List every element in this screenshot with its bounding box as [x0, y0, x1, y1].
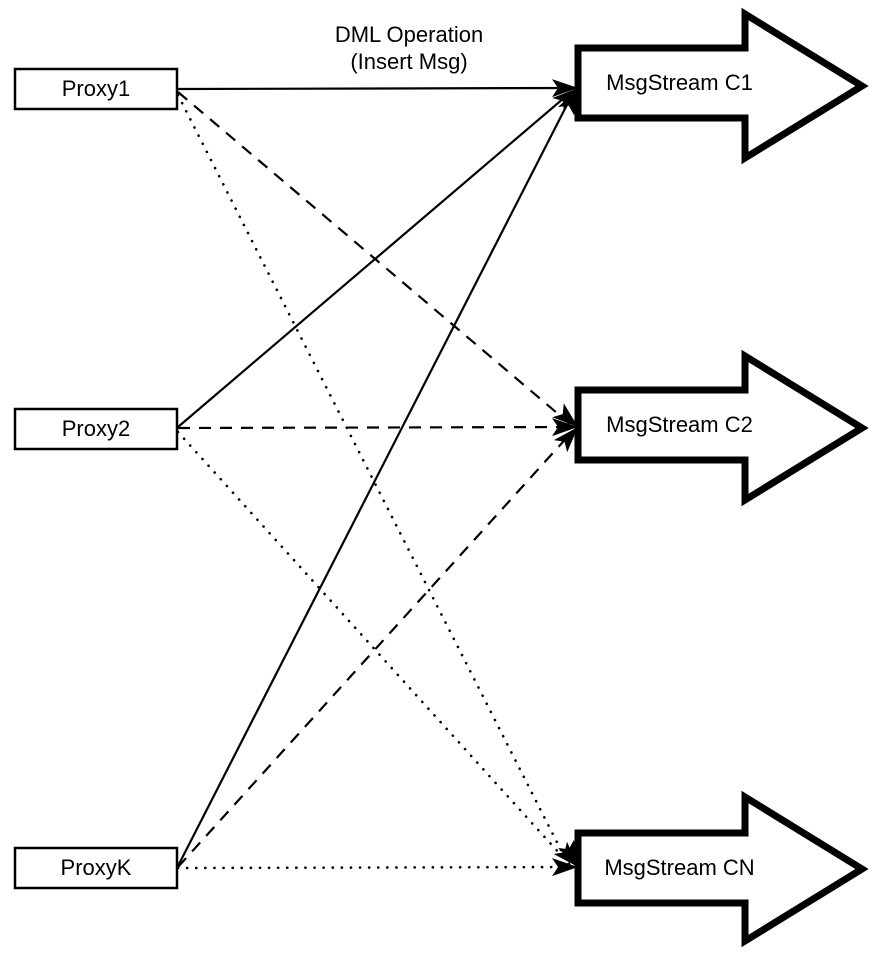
- arrowhead-msgstream-c1: [551, 79, 578, 116]
- edge-proxyk-to-msgstream-c2[interactable]: [177, 432, 572, 868]
- arrowhead-pk-c2: [553, 427, 578, 453]
- annotation-line-1: DML Operation: [335, 22, 483, 47]
- arrowhead-p2-cn: [553, 841, 578, 867]
- edge-proxy1-to-msgstream-c1[interactable]: [177, 86, 573, 91]
- edge-proxy2-to-msgstream-cn[interactable]: [176, 430, 571, 866]
- msgstream-cn-arrow-shape[interactable]: [574, 790, 869, 948]
- proxyk-box[interactable]: [13, 846, 179, 890]
- msgstream-c2-label: MsgStream C2: [606, 412, 753, 437]
- proxy-node-proxy2[interactable]: Proxy2: [13, 407, 179, 451]
- msgstream-c2-arrow-shape[interactable]: [574, 349, 869, 507]
- proxy-node-proxy1[interactable]: Proxy1: [13, 67, 179, 111]
- arrowhead-pk-c1: [558, 88, 578, 116]
- edge-proxy2-to-msgstream-c2[interactable]: [177, 425, 573, 430]
- edge-proxy2-to-msgstream-c1[interactable]: [177, 91, 572, 428]
- edge-proxy1-to-msgstream-c2[interactable]: [177, 91, 571, 425]
- arrowhead-msgstream-cn: [551, 839, 578, 877]
- arrowhead-msgstream-c2: [551, 403, 578, 453]
- arrowhead-p2-c1: [552, 88, 578, 112]
- arrowhead-pk-cn: [551, 858, 578, 877]
- arrowhead-p1-c1: [551, 79, 578, 98]
- edge-proxy1-to-msgstream-cn[interactable]: [176, 93, 570, 866]
- proxy-node-proxyk[interactable]: ProxyK: [13, 846, 179, 890]
- arrowhead-layer: [551, 79, 578, 877]
- stream-node-msgstream-c2[interactable]: MsgStream C2: [574, 349, 869, 507]
- proxy1-label: Proxy1: [62, 76, 130, 101]
- proxy-layer: Proxy1 Proxy2 ProxyK: [13, 67, 179, 890]
- msgstream-c1-arrow-shape[interactable]: [574, 7, 869, 165]
- msgstream-cn-label: MsgStream CN: [604, 855, 754, 880]
- stream-layer: MsgStream C1 MsgStream C2 MsgStream CN: [574, 7, 869, 948]
- edge-layer: [176, 86, 574, 870]
- proxy1-box[interactable]: [13, 67, 179, 111]
- annotation-dml-operation: DML Operation (Insert Msg): [335, 22, 483, 74]
- proxy2-label: Proxy2: [62, 416, 130, 441]
- annotation-line-2: (Insert Msg): [350, 49, 467, 74]
- edge-proxyk-to-msgstream-cn[interactable]: [176, 865, 574, 870]
- stream-node-msgstream-cn[interactable]: MsgStream CN: [574, 790, 869, 948]
- edge-proxyk-to-msgstream-c1[interactable]: [177, 94, 573, 867]
- msgstream-c1-label: MsgStream C1: [606, 70, 753, 95]
- arrowhead-p1-c2: [552, 403, 578, 427]
- stream-node-msgstream-c1[interactable]: MsgStream C1: [574, 7, 869, 165]
- proxy2-box[interactable]: [13, 407, 179, 451]
- proxyk-label: ProxyK: [61, 855, 132, 880]
- arrowhead-p2-c2: [551, 418, 578, 437]
